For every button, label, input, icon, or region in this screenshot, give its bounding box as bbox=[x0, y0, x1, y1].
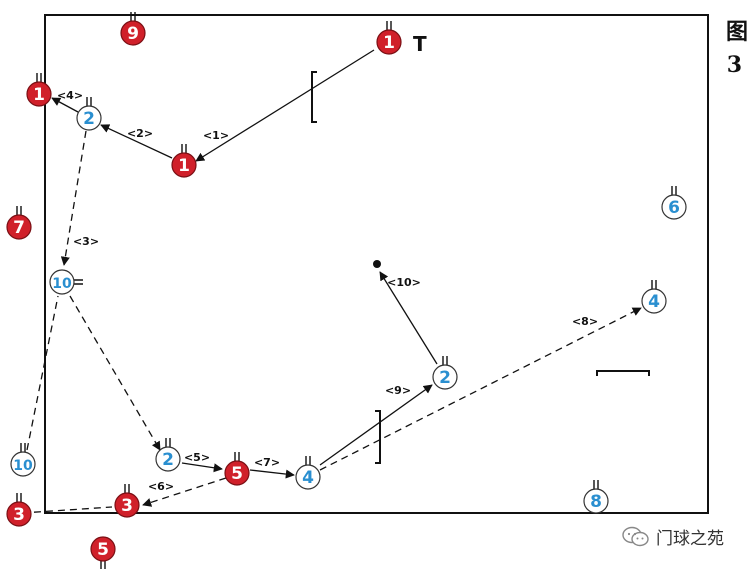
ball-blue-2-right: 2 bbox=[432, 356, 458, 390]
step-label-3: <3> bbox=[73, 235, 99, 248]
path-10-to-2 bbox=[69, 295, 161, 451]
path-7 bbox=[249, 469, 295, 479]
ball-blue-4-right: 4 bbox=[641, 280, 667, 314]
path-8 bbox=[319, 307, 642, 471]
ball-blue-4-bottom: 4 bbox=[295, 456, 321, 490]
gate-2 bbox=[596, 370, 650, 376]
ball-number: 6 bbox=[668, 198, 680, 218]
path-4 bbox=[51, 97, 79, 113]
ball-red-5: 5 bbox=[224, 452, 250, 486]
step-label-6: <6> bbox=[148, 480, 174, 493]
path-10-bottom-link bbox=[26, 295, 59, 451]
ball-number: 3 bbox=[13, 505, 25, 525]
ball-red-9: 9 bbox=[120, 12, 146, 46]
ball-blue-8: 8 bbox=[583, 480, 609, 514]
ball-layer: 9 1 1 1 2 7 10 10 3 3 5 2 5 4 2 4 6 8 bbox=[6, 12, 687, 569]
ball-red-1-gate: 1 bbox=[26, 73, 52, 107]
path-3-edge-to-3 bbox=[21, 506, 113, 514]
ball-number: 1 bbox=[383, 33, 395, 53]
figure-char: 图 bbox=[725, 19, 748, 45]
ball-number: 4 bbox=[648, 292, 660, 312]
ball-number: 2 bbox=[162, 450, 174, 470]
tee-marker: T bbox=[413, 32, 427, 56]
ball-number: 2 bbox=[83, 109, 95, 129]
path-9 bbox=[319, 384, 433, 466]
path-5 bbox=[181, 462, 223, 473]
ball-number: 4 bbox=[302, 468, 314, 488]
path-1 bbox=[195, 49, 375, 162]
ball-blue-6: 6 bbox=[661, 186, 687, 220]
ball-red-5-out: 5 bbox=[90, 536, 116, 569]
ball-number: 5 bbox=[97, 540, 109, 560]
ball-blue-10-mid: 10 bbox=[49, 269, 83, 295]
ball-number: 7 bbox=[13, 218, 25, 238]
court-boundary bbox=[44, 14, 709, 514]
ball-red-3-edge: 3 bbox=[6, 493, 32, 527]
ball-number: 5 bbox=[231, 464, 243, 484]
ball-number: 1 bbox=[178, 156, 190, 176]
step-label-9: <9> bbox=[385, 384, 411, 397]
step-label-7: <7> bbox=[254, 456, 280, 469]
ball-red-7: 7 bbox=[6, 206, 32, 240]
ball-number: 3 bbox=[121, 496, 133, 516]
ball-blue-2-bottom: 2 bbox=[155, 438, 181, 472]
goal-pole bbox=[373, 260, 381, 268]
figure-number: 3 bbox=[726, 52, 742, 78]
ball-red-1-start: 1 bbox=[376, 21, 402, 55]
ball-number: 10 bbox=[13, 458, 33, 474]
ball-number: 8 bbox=[590, 492, 602, 512]
step-label-5: <5> bbox=[184, 451, 210, 464]
ball-red-3: 3 bbox=[114, 484, 140, 518]
watermark-text: 门球之苑 bbox=[656, 529, 724, 549]
path-2 bbox=[100, 124, 173, 159]
path-6 bbox=[142, 477, 227, 507]
watermark: 门球之苑 bbox=[622, 524, 724, 549]
ball-number: 2 bbox=[439, 368, 451, 388]
ball-number: 10 bbox=[52, 276, 72, 292]
gate-3 bbox=[375, 410, 381, 464]
ball-number: 1 bbox=[33, 85, 45, 105]
ball-number: 9 bbox=[127, 24, 139, 44]
step-labels: <1> <2> <3> <4> <5> <6> <7> <8> <9> <10> bbox=[57, 89, 598, 493]
wechat-icon bbox=[622, 526, 649, 546]
step-label-8: <8> bbox=[572, 315, 598, 328]
ball-blue-10-bottom: 10 bbox=[10, 443, 36, 477]
path-3 bbox=[60, 130, 87, 266]
step-label-10: <10> bbox=[387, 276, 421, 289]
step-label-2: <2> bbox=[127, 127, 153, 140]
step-label-1: <1> bbox=[203, 129, 229, 142]
step-label-4: <4> bbox=[57, 89, 83, 102]
gate-1 bbox=[311, 71, 317, 123]
ball-red-1-mid: 1 bbox=[171, 144, 197, 178]
path-10 bbox=[379, 271, 438, 365]
ball-blue-2-top: 2 bbox=[76, 97, 102, 131]
